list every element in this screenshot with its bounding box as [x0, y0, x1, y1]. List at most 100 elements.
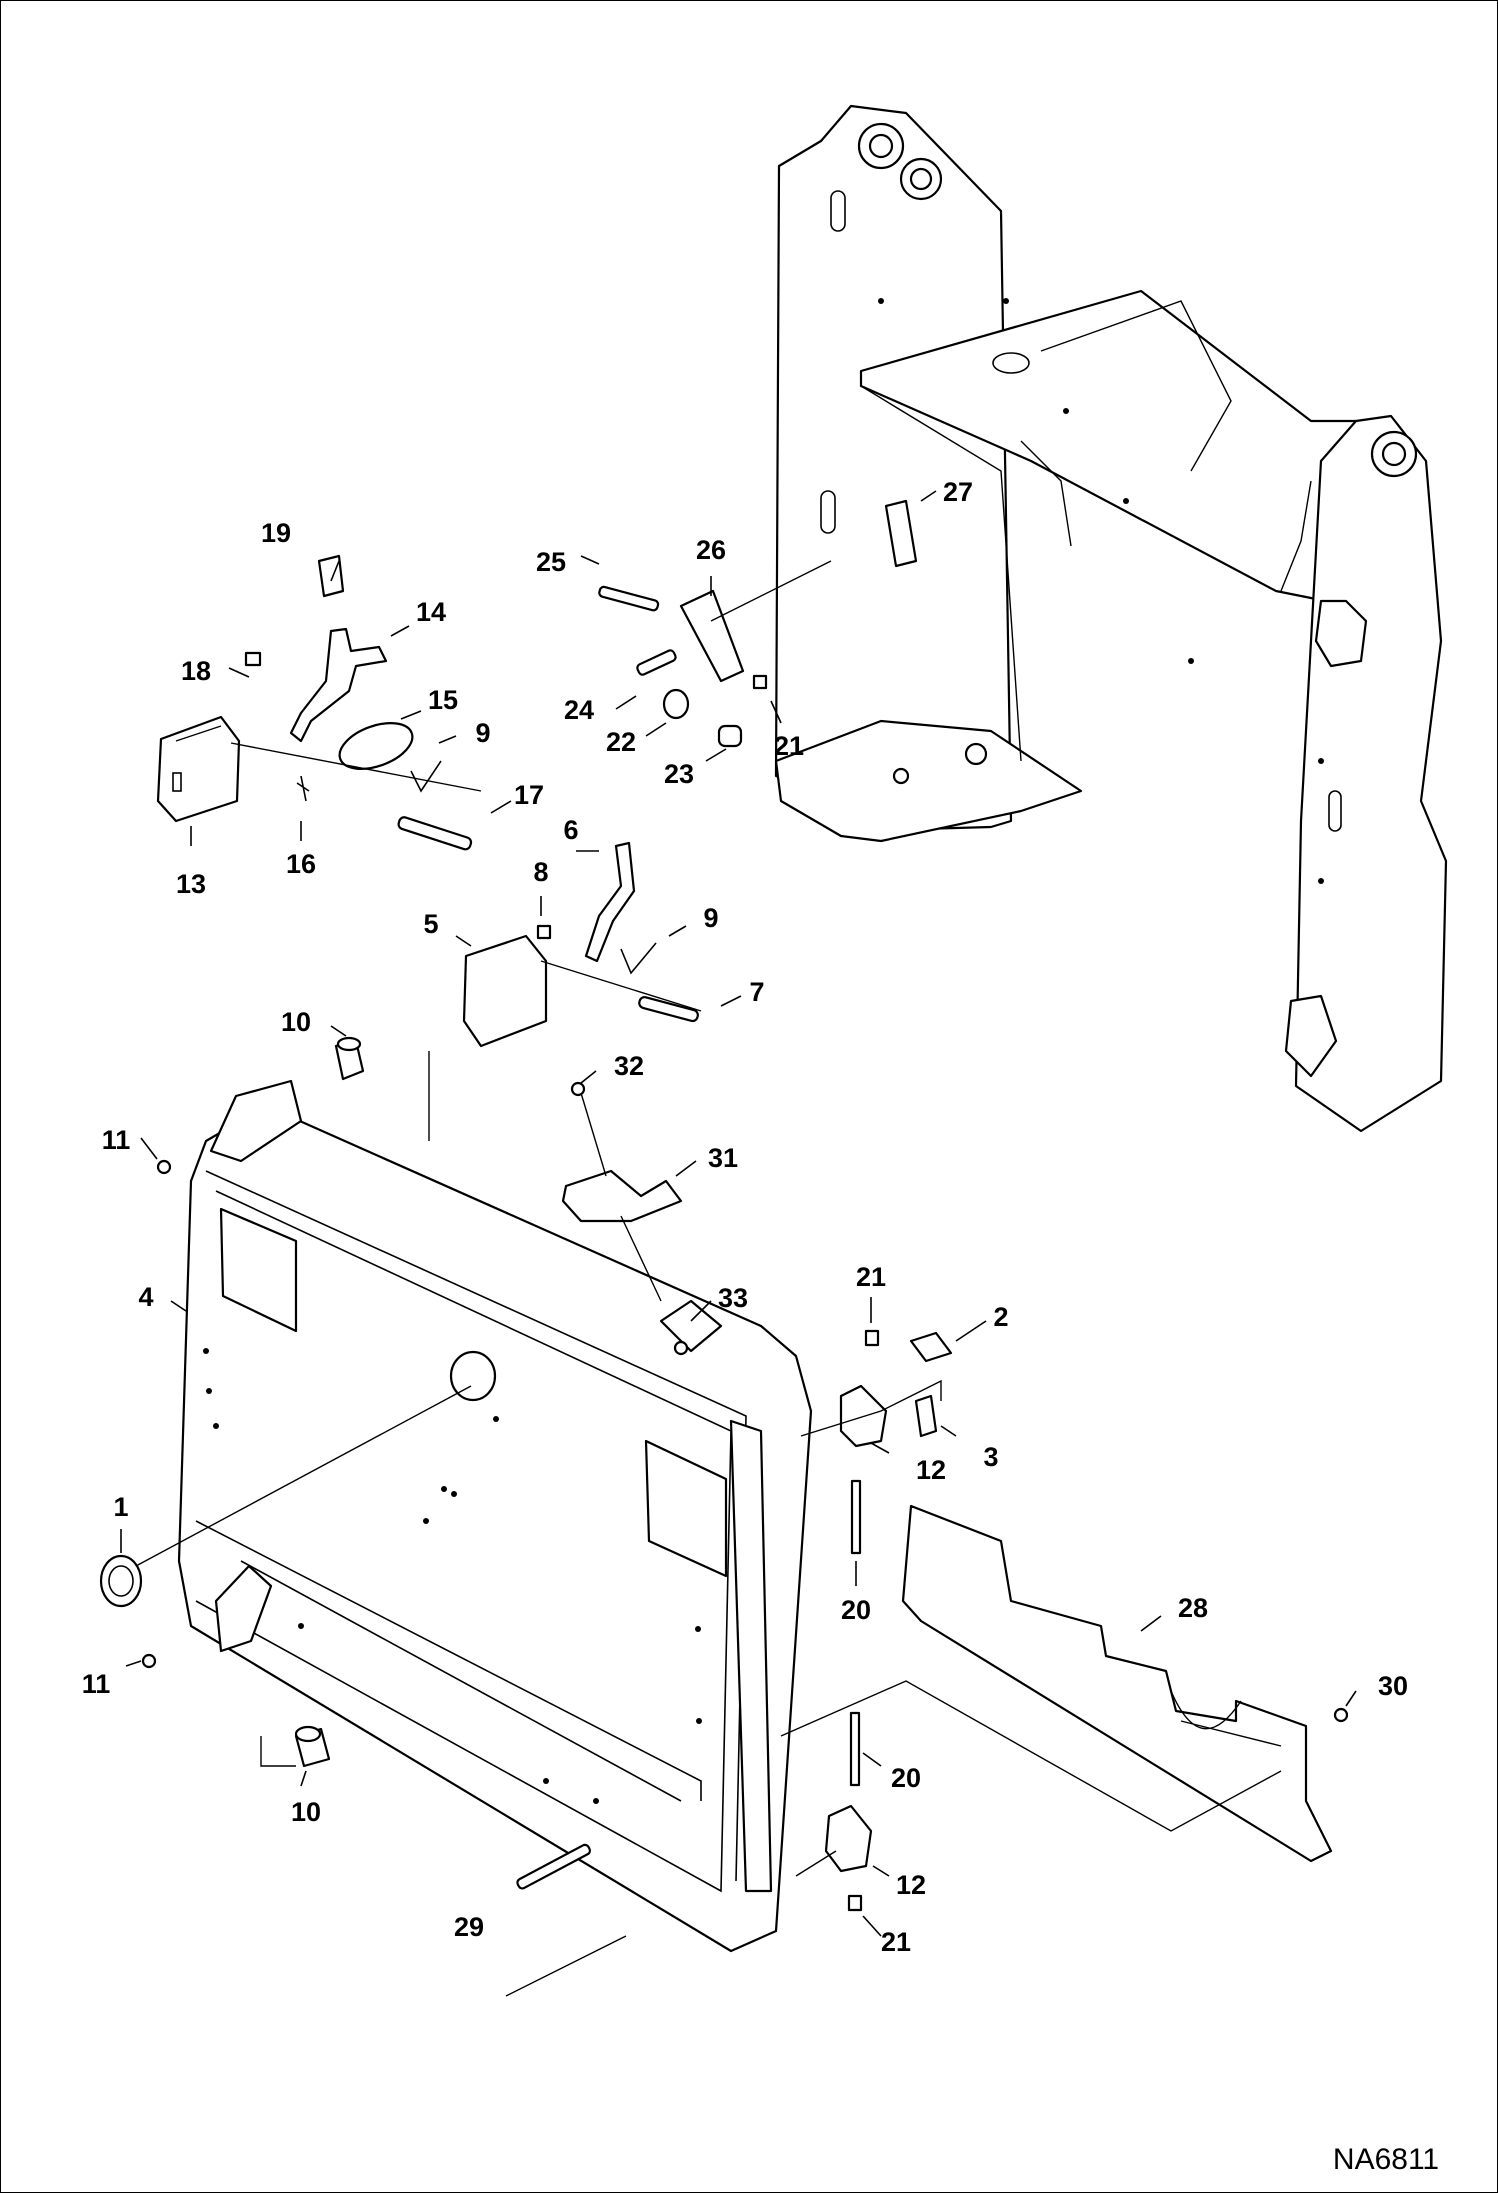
callout-14: 14 — [416, 597, 446, 627]
callout-7: 7 — [749, 977, 764, 1007]
door-hole — [543, 1778, 549, 1784]
leader — [330, 1025, 347, 1037]
leader — [170, 1300, 187, 1312]
latch-assembly-upper — [156, 554, 482, 851]
hinge-bracket-26 — [679, 589, 745, 683]
bolt-25 — [598, 585, 660, 612]
door-hole — [695, 1626, 701, 1632]
callout-3: 3 — [983, 1442, 998, 1472]
door-window-right — [644, 1439, 728, 1578]
nut-21-hinge-upper — [864, 1329, 880, 1347]
callout-29: 29 — [454, 1912, 484, 1942]
bushing-22 — [662, 688, 690, 720]
bumper-10-top-face — [336, 1036, 362, 1052]
bumper-10-bottom-face — [294, 1725, 322, 1743]
callout-6: 6 — [563, 815, 578, 845]
leader — [125, 1660, 142, 1667]
pin-20-upper — [850, 1479, 862, 1555]
leader — [330, 560, 340, 582]
cover-28-edge — [1180, 1720, 1282, 1747]
frame-left-upright — [774, 104, 1013, 833]
leader — [300, 1770, 307, 1787]
frame-gusset — [1020, 440, 1072, 547]
frame-hole — [1003, 298, 1009, 304]
latch-nut-8 — [536, 924, 552, 940]
leader — [675, 1160, 697, 1177]
leader — [490, 800, 512, 814]
latch-spring-16 — [296, 775, 310, 802]
frame-base-plate — [774, 719, 1083, 843]
door-bumper-mount-top — [209, 1079, 303, 1163]
latch-base-slot — [172, 772, 182, 792]
leader — [580, 1070, 597, 1084]
nut-30 — [1333, 1707, 1349, 1723]
door-knob-hole — [449, 1350, 497, 1402]
callout-2: 2 — [993, 1302, 1008, 1332]
leader — [940, 1425, 957, 1437]
latch-base-edge — [175, 725, 222, 742]
assembly-line — [795, 1850, 837, 1877]
leader — [920, 490, 937, 502]
door-hole — [206, 1388, 212, 1394]
assembly-line — [780, 1680, 1282, 1832]
callout-4: 4 — [138, 1282, 153, 1312]
callout-16: 16 — [286, 849, 316, 879]
frame-bottom-bracket — [1284, 994, 1338, 1078]
rivet-32 — [570, 1081, 586, 1097]
knob-1 — [99, 1554, 143, 1608]
callout-1: 1 — [113, 1492, 128, 1522]
door-hole — [696, 1718, 702, 1724]
latch-base-5 — [462, 934, 548, 1048]
nut-11-top — [156, 1159, 172, 1175]
callout-20b: 20 — [891, 1763, 921, 1793]
guard-31-leader — [620, 1215, 662, 1302]
frame-inner-edge — [1040, 300, 1232, 472]
callout-leaders — [120, 490, 1357, 1937]
main-frame-drawing — [774, 104, 1448, 1133]
leader — [1140, 1615, 1162, 1632]
leader — [870, 1442, 890, 1454]
door-hole — [593, 1798, 599, 1804]
door-side-trim — [729, 1419, 773, 1893]
frame-slot — [1328, 790, 1342, 832]
door-lower-rib — [195, 1520, 702, 1801]
leader — [705, 748, 727, 762]
callout-21a: 21 — [774, 731, 804, 761]
callout-9b: 9 — [703, 903, 718, 933]
callout-13: 13 — [176, 869, 206, 899]
door-hole — [298, 1623, 304, 1629]
fastener-33 — [673, 1340, 689, 1356]
nut-21-hinge-lower — [847, 1894, 863, 1912]
callout-12b: 12 — [896, 1870, 926, 1900]
figure-id: NA6811 — [1333, 2143, 1439, 2176]
callout-12a: 12 — [916, 1455, 946, 1485]
frame-right-upright — [1294, 414, 1448, 1133]
door-inner-rim — [195, 1190, 732, 1893]
callout-25: 25 — [536, 547, 566, 577]
leader — [872, 1865, 890, 1877]
callout-18: 18 — [181, 656, 211, 686]
latch-axis-line — [230, 742, 482, 792]
door-window-left — [219, 1207, 298, 1333]
hinge-axis-line — [710, 560, 832, 622]
callout-27: 27 — [943, 477, 973, 507]
callout-11a: 11 — [102, 1125, 131, 1155]
callout-32: 32 — [614, 1051, 644, 1081]
frame-boss — [892, 767, 910, 785]
frame-hole — [1123, 498, 1129, 504]
frame-slot — [820, 490, 836, 534]
assembly-line — [800, 1379, 942, 1437]
door-hole — [451, 1491, 457, 1497]
latch-spring-9 — [410, 760, 442, 793]
latch-cam-15 — [338, 722, 414, 770]
callout-30: 30 — [1378, 1671, 1408, 1701]
door-hole — [441, 1486, 447, 1492]
hinge-12-lower — [824, 1804, 873, 1873]
door-outer-shell — [177, 1104, 813, 1953]
latch-bolt-17 — [397, 816, 473, 851]
callout-33: 33 — [718, 1283, 748, 1313]
leader — [862, 1915, 882, 1937]
callout-23: 23 — [664, 759, 694, 789]
frame-hole — [1188, 658, 1194, 664]
